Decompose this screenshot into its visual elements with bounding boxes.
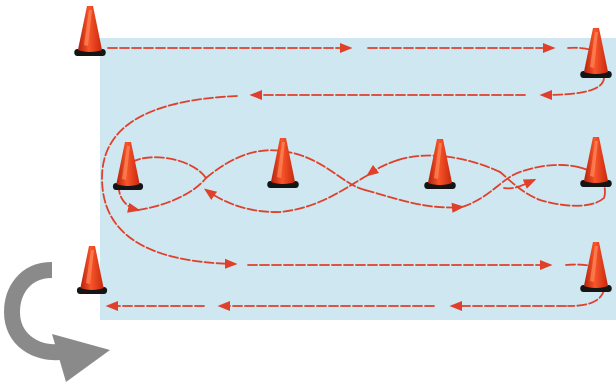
drill-field xyxy=(100,38,616,320)
start-cone xyxy=(74,6,105,56)
